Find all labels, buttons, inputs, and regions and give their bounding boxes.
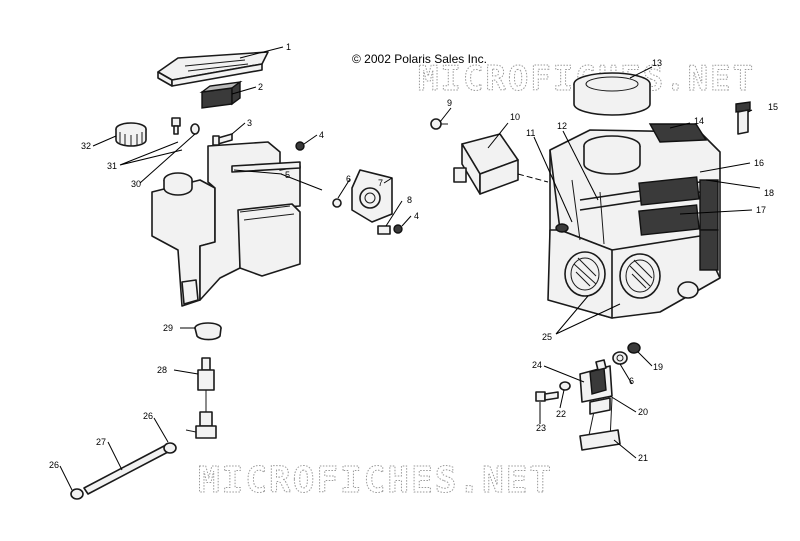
copyright-text: © 2002 Polaris Sales Inc. <box>352 52 487 66</box>
part-9-screw <box>430 118 448 130</box>
part-10-module <box>453 133 549 195</box>
part-1-cover <box>157 51 269 87</box>
callout-31: 31 <box>107 161 117 171</box>
callout-24: 24 <box>532 360 542 370</box>
part-4-nut <box>295 141 305 151</box>
callout-4-upper: 4 <box>319 130 324 140</box>
part-15-clip <box>735 101 751 135</box>
callout-8: 8 <box>407 195 412 205</box>
part-28-sensor <box>185 357 217 439</box>
part-19-nut <box>627 342 641 354</box>
callout-7: 7 <box>378 178 383 188</box>
callout-23: 23 <box>536 423 546 433</box>
callout-15: 15 <box>768 102 778 112</box>
callout-2: 2 <box>258 82 263 92</box>
callout-18: 18 <box>764 188 774 198</box>
callout-16: 16 <box>754 158 764 168</box>
watermark-bottom: MICROFICHES.NET <box>198 460 553 501</box>
part-27-hose <box>70 442 177 500</box>
part-30-bolt <box>171 117 200 135</box>
callout-10: 10 <box>510 112 520 122</box>
callout-6-left: 6 <box>346 174 351 184</box>
part-4-nut-lower <box>393 224 403 234</box>
part-6-washer <box>612 351 628 365</box>
callout-17: 17 <box>756 205 766 215</box>
part-29-plug <box>194 322 222 341</box>
part-2-block <box>199 80 243 109</box>
callout-numbers: 1 2 3 4 5 6 7 8 4 32 31 30 9 10 11 12 13… <box>49 42 778 470</box>
oil-pump <box>332 169 393 235</box>
callout-13: 13 <box>652 58 662 68</box>
callout-4-lower: 4 <box>414 211 419 221</box>
callout-26-right: 26 <box>143 411 153 421</box>
callout-25: 25 <box>542 332 552 342</box>
callout-1: 1 <box>286 42 291 52</box>
part-13-ring <box>573 72 651 116</box>
part-20-bracket <box>579 359 613 403</box>
callout-28: 28 <box>157 365 167 375</box>
callout-19: 19 <box>653 362 663 372</box>
part-21-bracket <box>579 397 621 451</box>
callout-22: 22 <box>556 409 566 419</box>
oil-tank <box>151 141 301 307</box>
leader-lines <box>59 46 761 491</box>
part-22-washer <box>559 381 571 391</box>
part-3-bolt <box>212 133 233 146</box>
airbox <box>547 123 721 319</box>
callout-21: 21 <box>638 453 648 463</box>
callout-3: 3 <box>247 118 252 128</box>
callout-29: 29 <box>163 323 173 333</box>
callout-12: 12 <box>557 121 567 131</box>
callout-32: 32 <box>81 141 91 151</box>
callout-6-right: 6 <box>629 376 634 386</box>
callout-20: 20 <box>638 407 648 417</box>
part-23-bolt <box>535 391 559 402</box>
callout-5: 5 <box>285 170 290 180</box>
callout-9: 9 <box>447 98 452 108</box>
callout-14: 14 <box>694 116 704 126</box>
callout-27: 27 <box>96 437 106 447</box>
callout-26-left: 26 <box>49 460 59 470</box>
callout-30: 30 <box>131 179 141 189</box>
callout-11: 11 <box>526 128 535 138</box>
part-32-cap <box>115 122 147 147</box>
